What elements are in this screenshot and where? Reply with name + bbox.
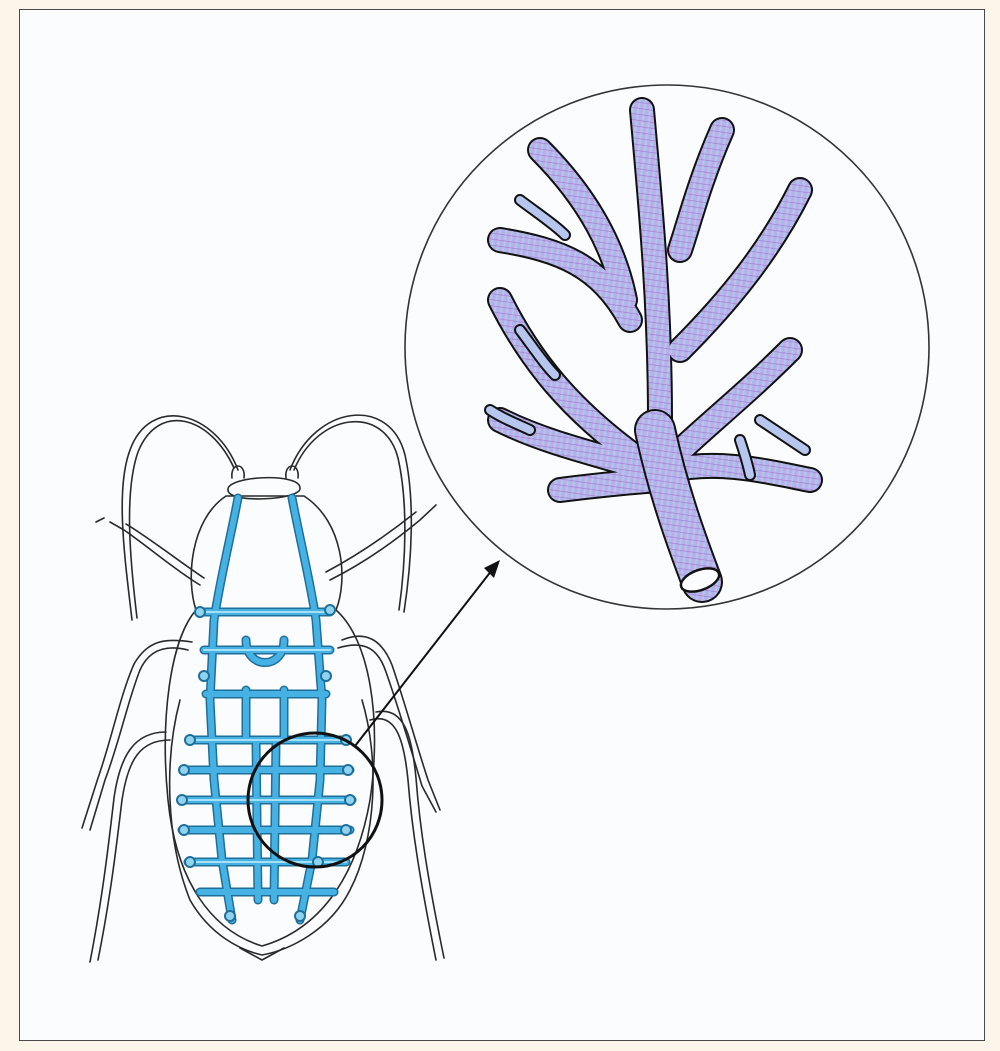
pointer-arrow [355,560,500,746]
magnified-view [405,85,929,609]
left-front-leg [96,518,200,585]
tracheal-network [182,498,352,920]
right-front-leg [330,505,436,580]
right-hind-leg [370,719,436,960]
cockroach-outline [82,415,444,962]
left-middle-leg [90,648,188,830]
left-hind-leg [98,740,170,960]
pronotum [191,496,342,610]
